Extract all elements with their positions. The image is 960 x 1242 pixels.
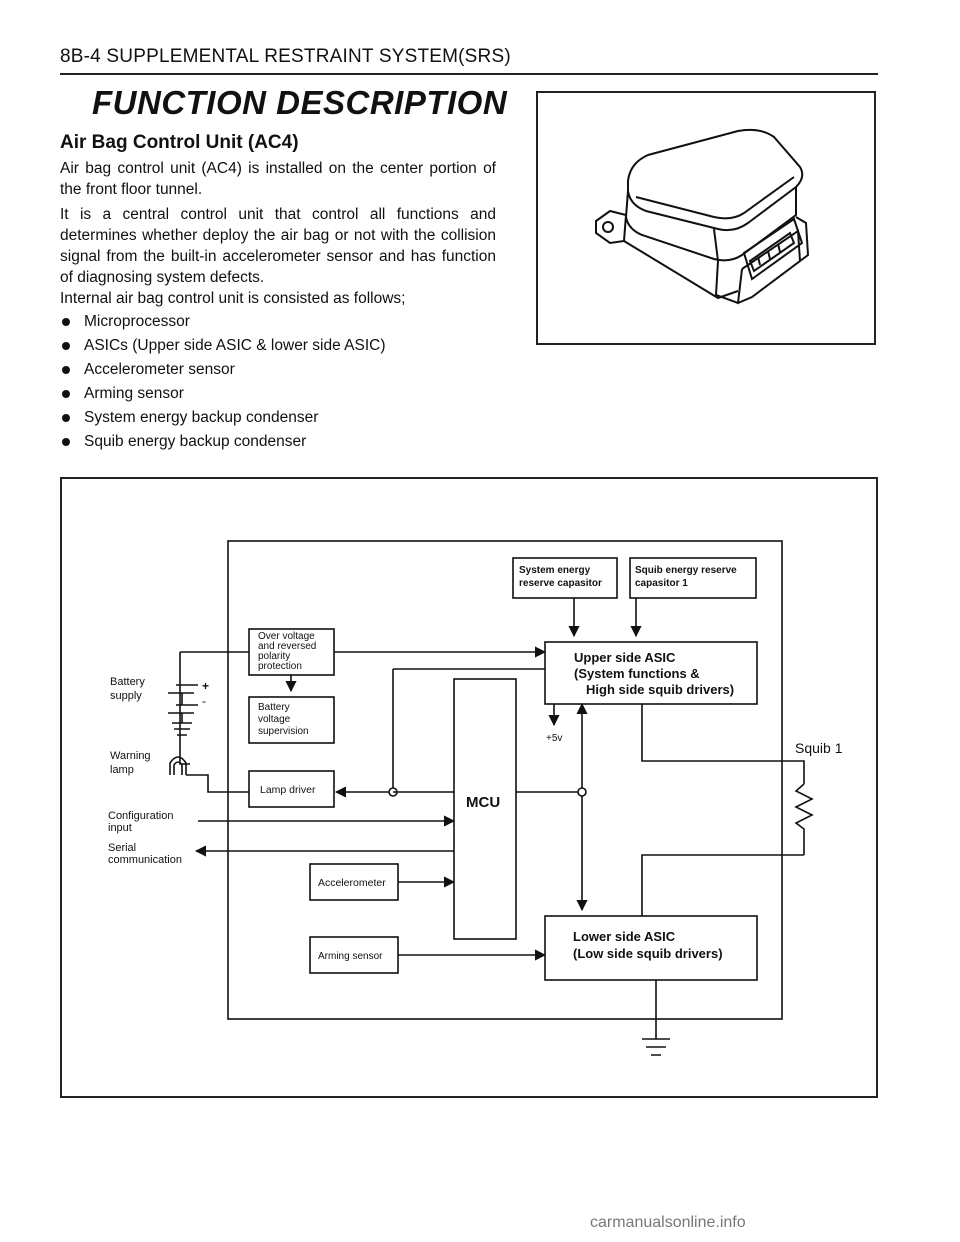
list-item: Microprocessor [60, 310, 386, 334]
paragraph-components-intro: Internal air bag control unit is consist… [60, 290, 406, 307]
upper-asic-label-line2: (System functions & [574, 666, 700, 681]
squib-capacitor-block [629, 557, 757, 599]
supervision-label-line3: supervision [258, 726, 309, 737]
watermark: carmanualsonline.info [590, 1214, 746, 1231]
serial-label-line1: Serial [108, 842, 136, 854]
overvoltage-label-line1: Over voltage [258, 631, 315, 642]
lower-asic-label-line2: (Low side squib drivers) [573, 946, 723, 961]
bullet-icon [62, 414, 70, 422]
section-heading: Air Bag Control Unit (AC4) [60, 132, 299, 153]
battery-supervision-block [248, 696, 335, 744]
control-unit-outline [227, 540, 783, 1020]
config-input-label-line1: Configuration [108, 810, 173, 822]
accelerometer-label: Accelerometer [318, 877, 386, 889]
list-item: System energy backup condenser [60, 406, 386, 430]
block-diagram-svg: Battery supply + - Warning lamp Configur… [108, 540, 843, 1056]
battery-label-line1: Battery [110, 676, 145, 688]
squib-capacitor-label-line1: Squib energy reserve [635, 565, 737, 576]
plus5v-label: +5v [546, 733, 562, 744]
squib-label: Squib 1 [795, 740, 843, 756]
list-item-label: Arming sensor [84, 385, 184, 402]
list-item: Arming sensor [60, 382, 386, 406]
list-item-label: Squib energy backup condenser [84, 433, 307, 450]
overvoltage-label-line4: protection [258, 661, 302, 672]
warning-lamp-label-line1: Warning [110, 750, 151, 762]
arming-sensor-label: Arming sensor [318, 951, 383, 962]
list-item-label: Accelerometer sensor [84, 361, 235, 378]
overvoltage-label-line2: and reversed [258, 641, 316, 652]
lamp-driver-block [248, 770, 335, 808]
page-title: FUNCTION DESCRIPTION [92, 84, 508, 121]
system-capacitor-label-line1: System energy [519, 565, 591, 576]
upper-asic-block [544, 641, 758, 705]
component-list: Microprocessor ASICs (Upper side ASIC & … [60, 310, 386, 454]
battery-plus-label: + [202, 679, 209, 693]
upper-asic-label-line3: High side squib drivers) [586, 682, 734, 697]
bullet-icon [62, 366, 70, 374]
header-rule [60, 73, 878, 75]
system-capacitor-block [512, 557, 618, 599]
battery-label-line2: supply [110, 690, 142, 702]
list-item: Accelerometer sensor [60, 358, 386, 382]
block-diagram: Battery supply + - Warning lamp Configur… [60, 477, 878, 1098]
squib-capacitor-label-line2: capasitor 1 [635, 578, 688, 589]
bullet-icon [62, 342, 70, 350]
mcu-label: MCU [466, 794, 500, 811]
bullet-icon [62, 390, 70, 398]
lower-asic-block [544, 915, 758, 981]
config-input-label-line2: input [108, 822, 132, 834]
list-item: Squib energy backup condenser [60, 430, 386, 454]
list-item-label: Microprocessor [84, 313, 190, 330]
lamp-driver-label: Lamp driver [260, 784, 316, 796]
upper-asic-label-line1: Upper side ASIC [574, 650, 676, 665]
serial-label-line2: communication [108, 854, 182, 866]
list-item: ASICs (Upper side ASIC & lower side ASIC… [60, 334, 386, 358]
warning-lamp-label-line2: lamp [110, 764, 134, 776]
list-item-label: ASICs (Upper side ASIC & lower side ASIC… [84, 337, 386, 354]
battery-minus-label: - [202, 694, 206, 708]
system-capacitor-label-line2: reserve capasitor [519, 578, 602, 589]
control-unit-illustration [536, 91, 876, 345]
bullet-icon [62, 438, 70, 446]
mcu-block [453, 678, 517, 940]
lower-asic-label-line1: Lower side ASIC [573, 929, 676, 944]
paragraph-location: Air bag control unit (AC4) is installed … [60, 160, 496, 198]
supervision-label-line2: voltage [258, 714, 291, 725]
list-item-label: System energy backup condenser [84, 409, 319, 426]
overvoltage-label-line3: polarity [258, 651, 290, 662]
paragraph-function: It is a central control unit that contro… [60, 206, 496, 286]
bullet-icon [62, 318, 70, 326]
page-header: 8B-4 SUPPLEMENTAL RESTRAINT SYSTEM(SRS) [60, 46, 511, 67]
supervision-label-line1: Battery [258, 702, 290, 713]
control-unit-drawing [595, 128, 810, 305]
